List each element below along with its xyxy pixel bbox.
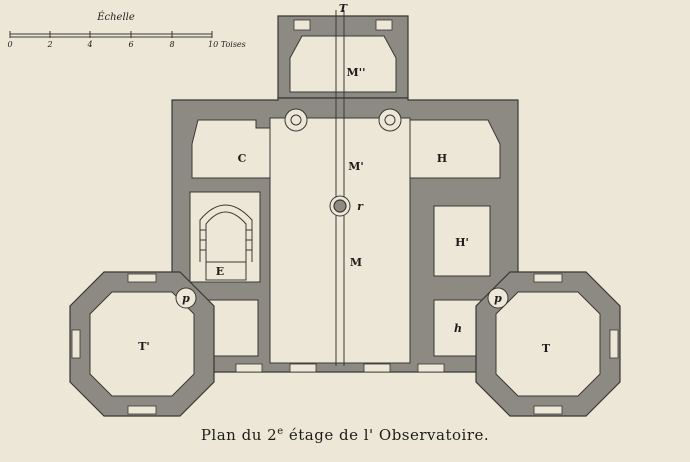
label-p-left: p bbox=[182, 292, 190, 305]
label-m1: M' bbox=[348, 160, 364, 173]
label-e: E bbox=[216, 265, 224, 278]
label-t1: T' bbox=[138, 340, 150, 353]
scale-tick: 8 bbox=[169, 40, 174, 49]
scale-tick: 10 Toises bbox=[208, 40, 246, 49]
north-tower bbox=[277, 15, 409, 99]
label-h: H bbox=[437, 152, 447, 165]
scale-tick: 0 bbox=[7, 40, 12, 49]
scale-bar: Échelle 0 2 4 6 8 10 Toises bbox=[7, 11, 245, 49]
scale-tick: 4 bbox=[86, 40, 92, 49]
label-t-tower: T bbox=[542, 342, 551, 355]
scale-title: Échelle bbox=[96, 11, 135, 23]
main-body bbox=[171, 10, 519, 373]
label-r: r bbox=[357, 200, 364, 213]
label-t: T bbox=[339, 2, 348, 15]
label-h1: H' bbox=[455, 236, 469, 249]
scale-tick: 6 bbox=[128, 40, 133, 49]
west-tower bbox=[69, 271, 215, 417]
label-h-small: h bbox=[454, 322, 462, 335]
label-c: C bbox=[238, 152, 247, 165]
east-tower bbox=[475, 271, 621, 417]
label-p-right: p bbox=[494, 292, 502, 305]
scale-tick: 2 bbox=[46, 40, 52, 49]
plan-caption: Plan du 2e étage de l' Observatoire. bbox=[200, 426, 490, 444]
label-m: M bbox=[350, 256, 362, 269]
label-m2: M'' bbox=[347, 66, 366, 79]
